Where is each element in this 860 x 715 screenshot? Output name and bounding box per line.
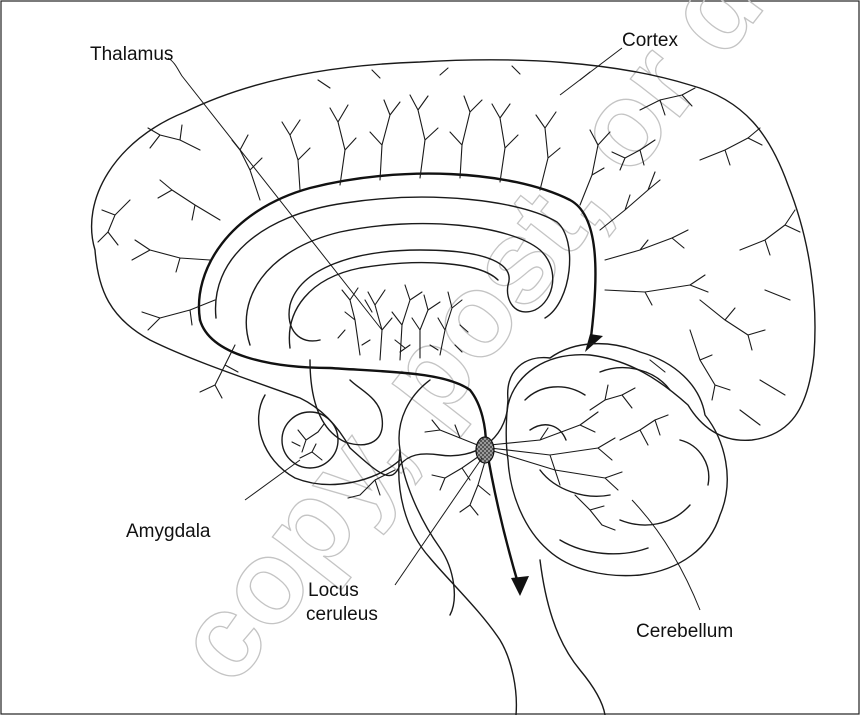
- locus-ceruleus-marker: [476, 437, 494, 463]
- brainstem-outline-right: [540, 560, 605, 715]
- svg-text:copy, post, or distribute: copy, post, or distribute: [148, 0, 860, 706]
- cortex-label: Cortex: [622, 30, 678, 51]
- thalamus-label: Thalamus: [90, 44, 173, 65]
- cerebellum-outline: [506, 344, 727, 576]
- arrowhead-spinal: [511, 576, 529, 596]
- amygdala-label: Amygdala: [126, 521, 211, 542]
- cerebellum-leader: [632, 500, 700, 610]
- cerebellum-fibers: [490, 385, 668, 530]
- locus-ceruleus-label-line1: Locus: [308, 580, 359, 601]
- cerebellum-folia: [525, 368, 709, 554]
- watermark: copy, post, or distribute: [148, 0, 860, 706]
- cerebellum-label: Cerebellum: [636, 621, 733, 642]
- descending-pathway: [486, 445, 520, 590]
- locus-ceruleus-label-line2: ceruleus: [306, 604, 378, 625]
